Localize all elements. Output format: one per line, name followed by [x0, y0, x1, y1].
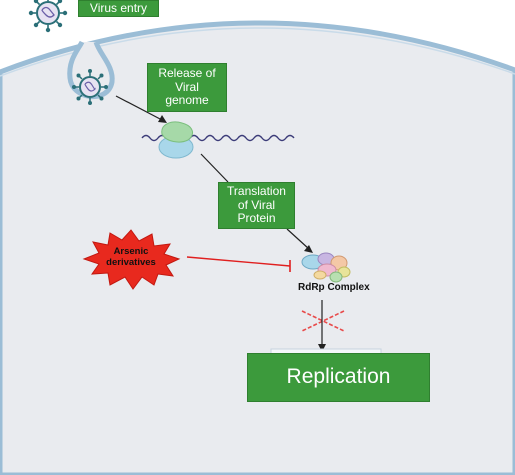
connector-to-translation [200, 153, 229, 183]
ribosome-icon [158, 121, 194, 159]
cell-membrane-inner [0, 27, 515, 77]
replication-box: Replication [247, 353, 430, 402]
virus-entry-label: Virus entry [78, 0, 159, 17]
rdrp-complex-label: RdRp Complex [298, 282, 370, 293]
arsenic-derivatives-label: Arsenic derivatives [106, 246, 156, 269]
translation-viral-protein-box: Translation of Viral Protein [218, 182, 295, 229]
release-viral-genome-box: Release of Viral genome [147, 63, 227, 112]
arrow-to-rdrp [286, 228, 313, 253]
rdrp-complex-icon [301, 252, 351, 283]
arsenic-burst-shape [82, 229, 181, 290]
virus-in-vesicle-icon [72, 69, 108, 105]
inhibition-line [186, 256, 291, 272]
blocked-replication-x [301, 310, 345, 332]
arrow-to-replication [318, 300, 326, 352]
virus-outside-icon [28, 0, 68, 33]
arrow-release [115, 95, 167, 123]
